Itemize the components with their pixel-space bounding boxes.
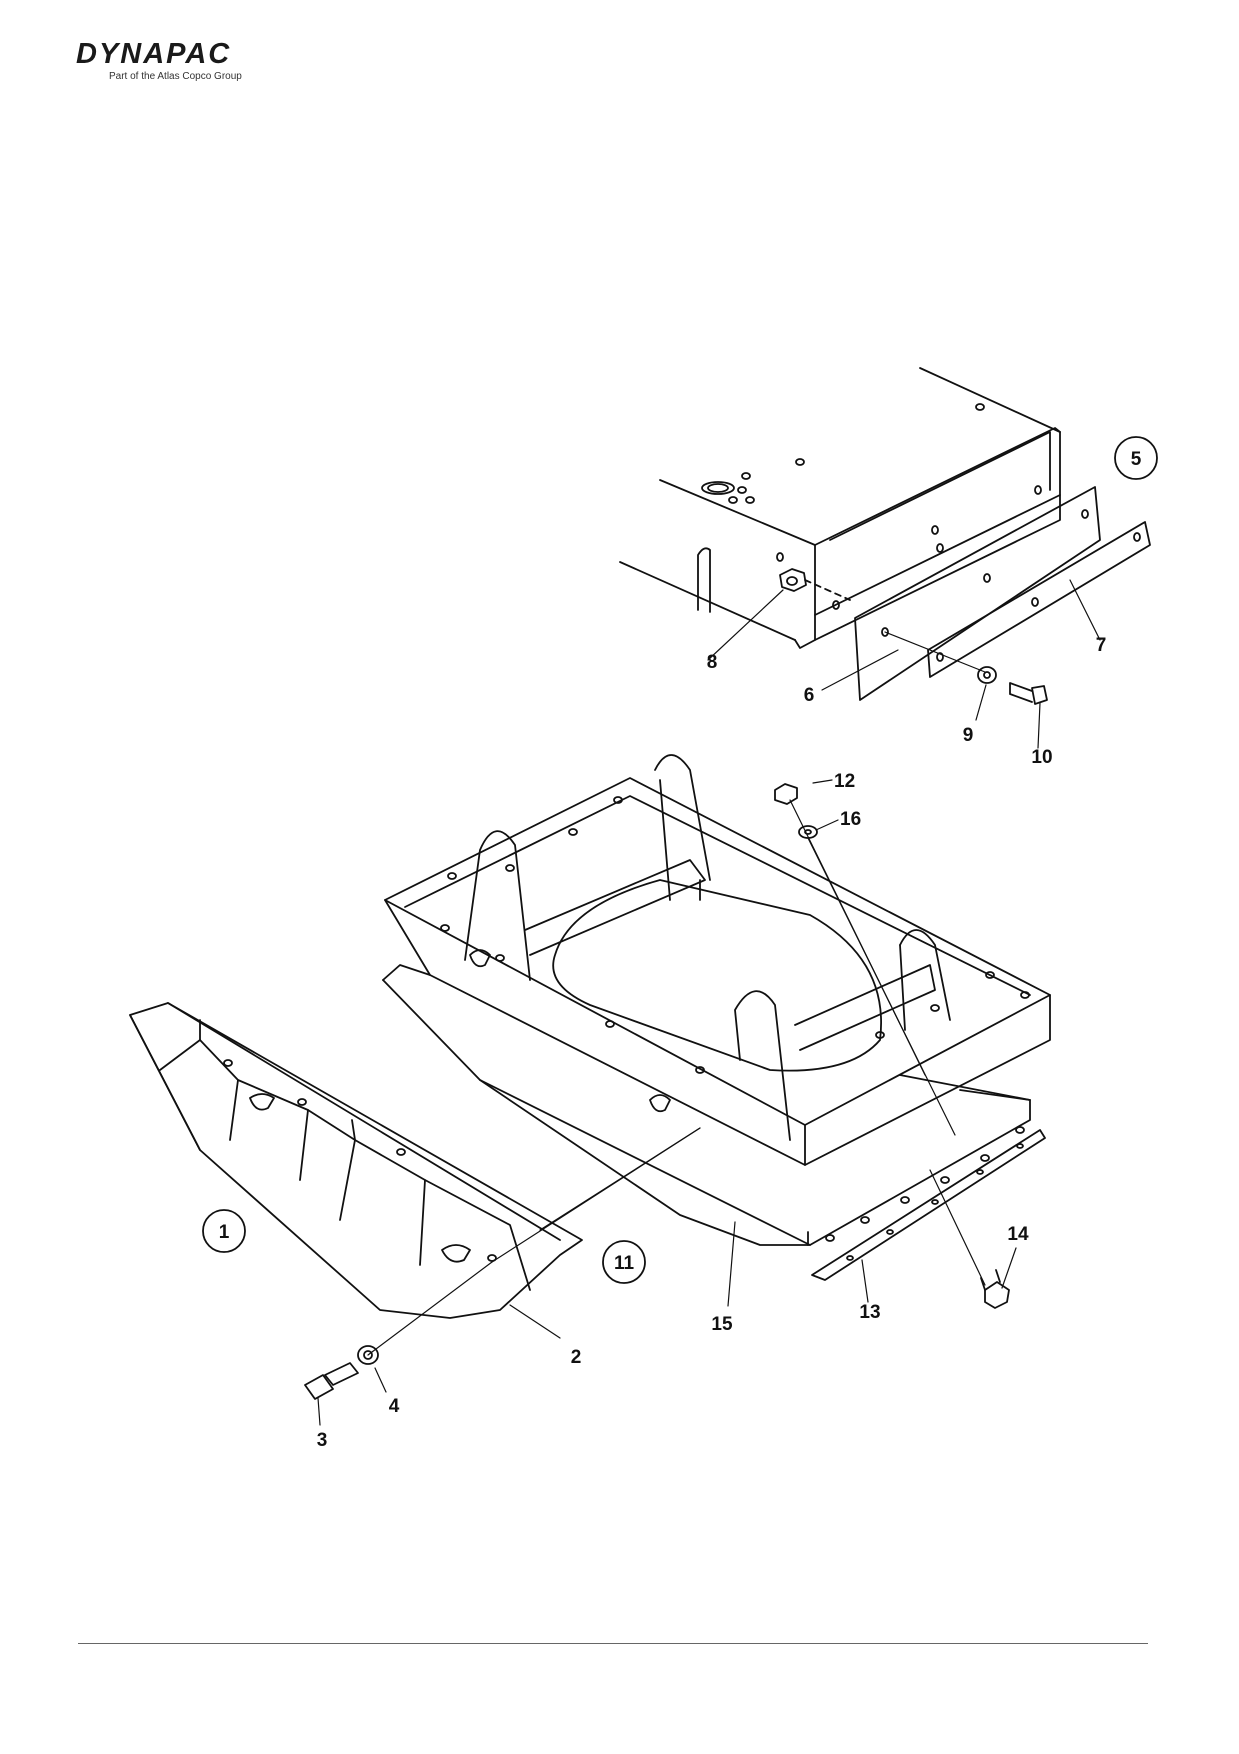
- machine-body: [619, 367, 1061, 649]
- bolt-3: [304, 1362, 359, 1400]
- part-label-10: 10: [1031, 747, 1052, 768]
- part-label-9: 9: [963, 725, 974, 746]
- bolt-14: [980, 1269, 1010, 1309]
- part-label-6: 6: [804, 685, 815, 706]
- part-label-3: 3: [317, 1430, 328, 1451]
- plate-6: [854, 486, 1101, 701]
- part-label-15: 15: [711, 1314, 733, 1335]
- part-label-14: 14: [1007, 1224, 1029, 1245]
- strip-7: [927, 521, 1151, 678]
- part-label-4: 4: [389, 1396, 400, 1417]
- footer-divider: [78, 1643, 1148, 1644]
- group-callout-1: 1: [219, 1222, 230, 1243]
- base-frame: [384, 754, 1051, 1166]
- washer-4: [357, 1345, 379, 1365]
- group-callout-11: 11: [614, 1253, 635, 1274]
- logo-tagline: Part of the Atlas Copco Group: [109, 71, 242, 82]
- group-callout-circle-1: [202, 1209, 246, 1253]
- nut-12: [774, 783, 798, 805]
- part-label-2: 2: [571, 1347, 582, 1368]
- part-label-13: 13: [859, 1302, 880, 1323]
- part-label-7: 7: [1096, 635, 1107, 656]
- part-label-16: 16: [840, 809, 861, 830]
- group-callout-circle-5: [1114, 436, 1158, 480]
- brand-header: DYNAPAC Part of the Atlas Copco Group: [76, 38, 296, 88]
- group-callout-circle-11: [602, 1240, 646, 1284]
- bolt-10: [1009, 682, 1048, 705]
- part-label-8: 8: [707, 652, 718, 673]
- washer-9: [977, 666, 997, 684]
- part-label-12: 12: [834, 771, 855, 792]
- group-callout-5: 5: [1131, 449, 1142, 470]
- strip-13: [811, 1129, 1046, 1281]
- dynapac-logo: DYNAPAC: [76, 38, 232, 70]
- side-skirt-1: [129, 1002, 583, 1319]
